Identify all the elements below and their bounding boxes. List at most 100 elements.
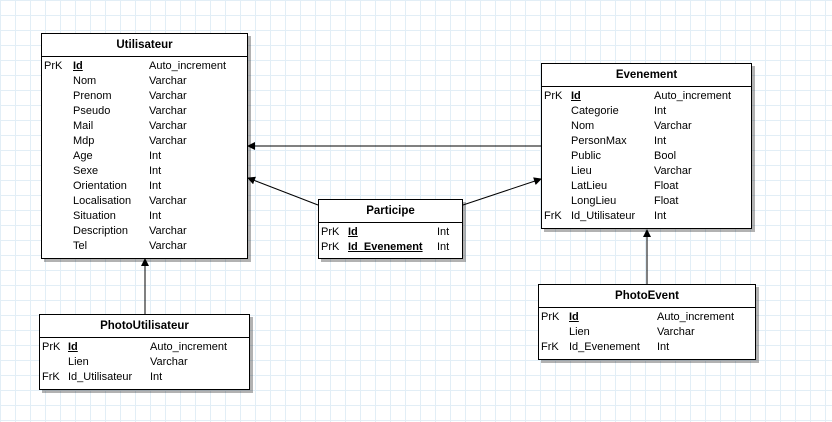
participe-to-evenement-link [462, 177, 542, 206]
attribute-type: Varchar [654, 120, 692, 132]
attribute-name: Prenom [73, 90, 112, 102]
attribute-name: Id [569, 311, 579, 323]
entity-title: Participe [319, 200, 462, 223]
attribute-type: Auto_increment [150, 341, 228, 353]
attribute-type: Int [150, 371, 163, 383]
attribute-row[interactable]: Mdp Varchar [42, 134, 247, 149]
attribute-row[interactable]: Orientation Int [42, 179, 247, 194]
attribute-type: Int [437, 226, 450, 238]
attribute-name: Description [73, 225, 129, 237]
attribute-type: Varchar [149, 90, 187, 102]
attribute-row[interactable]: Description Varchar [42, 224, 247, 239]
attribute-name: Tel [73, 240, 88, 252]
participe-to-utilisateur-link [247, 176, 319, 206]
attribute-row[interactable]: Tel Varchar [42, 239, 247, 254]
attribute-row[interactable]: FrK Id_Utilisateur Int [542, 209, 751, 224]
attribute-name: Sexe [73, 165, 99, 177]
attribute-name: Pseudo [73, 105, 111, 117]
attribute-row[interactable]: LatLieu Float [542, 179, 751, 194]
attribute-type: Int [654, 105, 667, 117]
attribute-type: Int [654, 210, 667, 222]
attribute-name: Mdp [73, 135, 95, 147]
attribute-type: Varchar [149, 105, 187, 117]
attribute-type: Varchar [149, 75, 187, 87]
attribute-type: Int [149, 165, 162, 177]
attribute-name: Nom [571, 120, 595, 132]
attribute-name: LongLieu [571, 195, 617, 207]
key-label: PrK [44, 60, 63, 72]
attribute-type: Int [149, 180, 162, 192]
key-label: PrK [42, 341, 61, 353]
attribute-name: PersonMax [571, 135, 627, 147]
attribute-type: Varchar [149, 135, 187, 147]
attribute-name: Orientation [73, 180, 127, 192]
entity-title: Utilisateur [42, 34, 247, 57]
attribute-type: Int [657, 341, 670, 353]
entity-title: PhotoEvent [539, 285, 755, 308]
attribute-name: Id_Utilisateur [571, 210, 636, 222]
attribute-name: Localisation [73, 195, 132, 207]
key-label: FrK [544, 210, 562, 222]
key-label: PrK [544, 90, 563, 102]
attribute-name: Nom [73, 75, 97, 87]
attribute-type: Int [149, 210, 162, 222]
key-label: FrK [42, 371, 60, 383]
attribute-type: Varchar [149, 195, 187, 207]
attribute-name: Id [348, 226, 358, 238]
key-label: PrK [541, 311, 560, 323]
attribute-name: Lien [68, 356, 89, 368]
attribute-name: LatLieu [571, 180, 608, 192]
attribute-row[interactable]: PrK Id Auto_increment [539, 310, 755, 325]
attribute-type: Auto_increment [657, 311, 735, 323]
attribute-row[interactable]: Pseudo Varchar [42, 104, 247, 119]
attribute-type: Varchar [149, 240, 187, 252]
attribute-row[interactable]: PrK Id Auto_increment [40, 340, 249, 355]
attribute-type: Float [654, 180, 679, 192]
attribute-type: Varchar [150, 356, 188, 368]
attribute-name: Lien [569, 326, 590, 338]
attribute-name: Public [571, 150, 601, 162]
attribute-row[interactable]: Nom Varchar [42, 74, 247, 89]
attribute-type: Varchar [149, 225, 187, 237]
attribute-name: Id_Utilisateur [68, 371, 133, 383]
attribute-name: Id [68, 341, 78, 353]
entity-title: Evenement [542, 64, 751, 87]
attribute-type: Bool [654, 150, 677, 162]
attribute-row[interactable]: Prenom Varchar [42, 89, 247, 104]
attribute-row[interactable]: PrK Id Auto_increment [542, 89, 751, 104]
attribute-row[interactable]: Localisation Varchar [42, 194, 247, 209]
attribute-name: Id_Evenement [569, 341, 640, 353]
attribute-name: Id [73, 60, 83, 72]
attribute-name: Id [571, 90, 581, 102]
attribute-type: Int [149, 150, 162, 162]
attribute-row[interactable]: Lien Varchar [40, 355, 249, 370]
attribute-row[interactable]: Public Bool [542, 149, 751, 164]
attribute-row[interactable]: Nom Varchar [542, 119, 751, 134]
attribute-type: Auto_increment [654, 90, 732, 102]
attribute-type: Varchar [149, 120, 187, 132]
key-label: PrK [321, 241, 340, 253]
attribute-row[interactable]: FrK Id_Utilisateur Int [40, 370, 249, 385]
attribute-row[interactable]: Sexe Int [42, 164, 247, 179]
